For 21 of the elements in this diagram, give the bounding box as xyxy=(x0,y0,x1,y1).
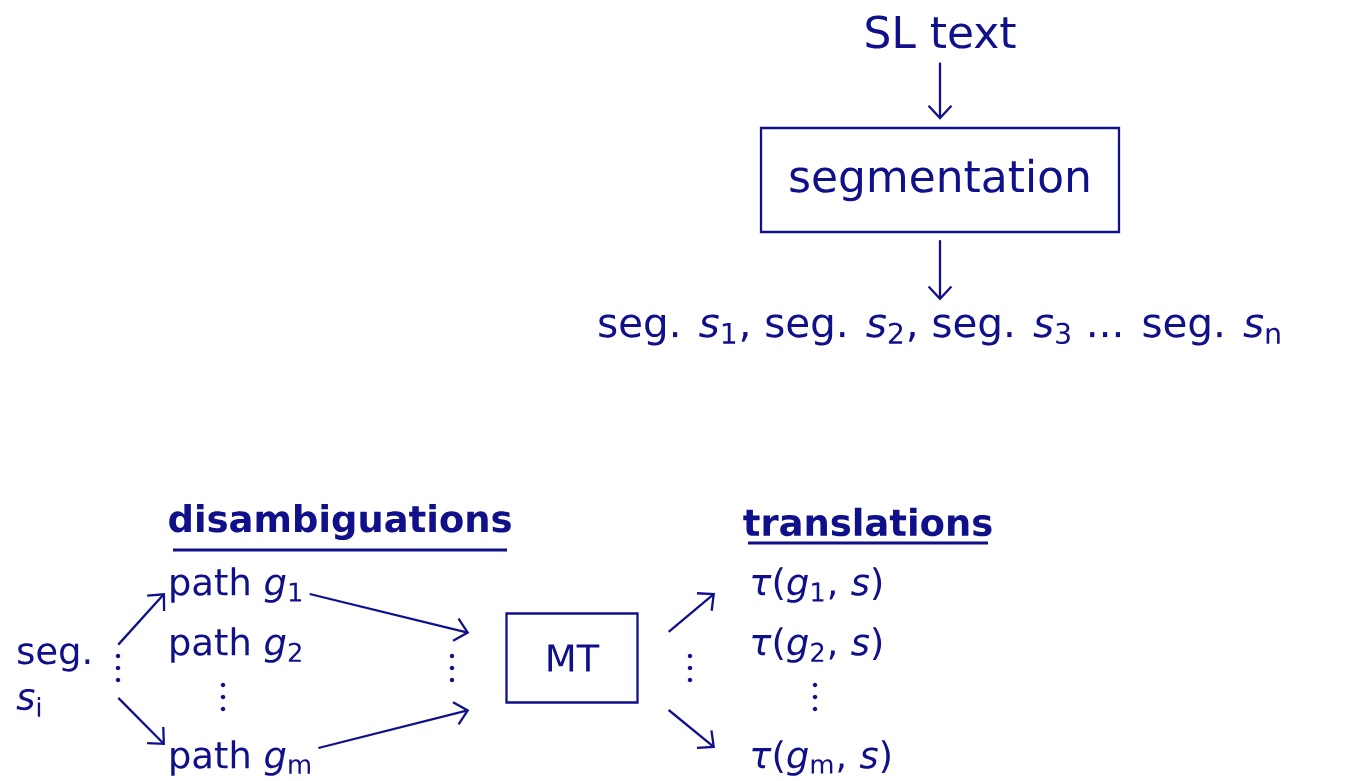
process-box: MT xyxy=(505,612,639,704)
arrow xyxy=(927,62,953,120)
node-text: seg. s$_{i}$ xyxy=(16,643,90,717)
arrow xyxy=(117,697,165,745)
arrow xyxy=(318,701,470,750)
node-text: path g$_{2}$ xyxy=(171,627,301,663)
arrow xyxy=(117,593,166,646)
column-heading: disambiguations xyxy=(169,504,511,552)
node-text: τ(g$_{2}$, s) xyxy=(752,627,882,663)
arrow xyxy=(309,592,470,642)
arrow xyxy=(927,240,953,301)
node-text: path g$_{1}$ xyxy=(171,567,301,603)
arrow xyxy=(667,709,715,750)
process-box: segmentation xyxy=(759,126,1121,234)
arrow xyxy=(667,592,715,633)
node-text: τ(g$_{1}$, s) xyxy=(752,567,882,603)
node-text: path g$_{m}$ xyxy=(171,740,310,776)
column-heading: translations xyxy=(743,507,992,545)
node-text: SL text xyxy=(866,15,1016,49)
node-text: seg. s$_{1}$, seg. s$_{2}$, seg. s$_{3}$ ... seg. s$_{n}$ xyxy=(599,314,1280,346)
node-text: τ(g$_{m}$, s) xyxy=(752,740,890,776)
